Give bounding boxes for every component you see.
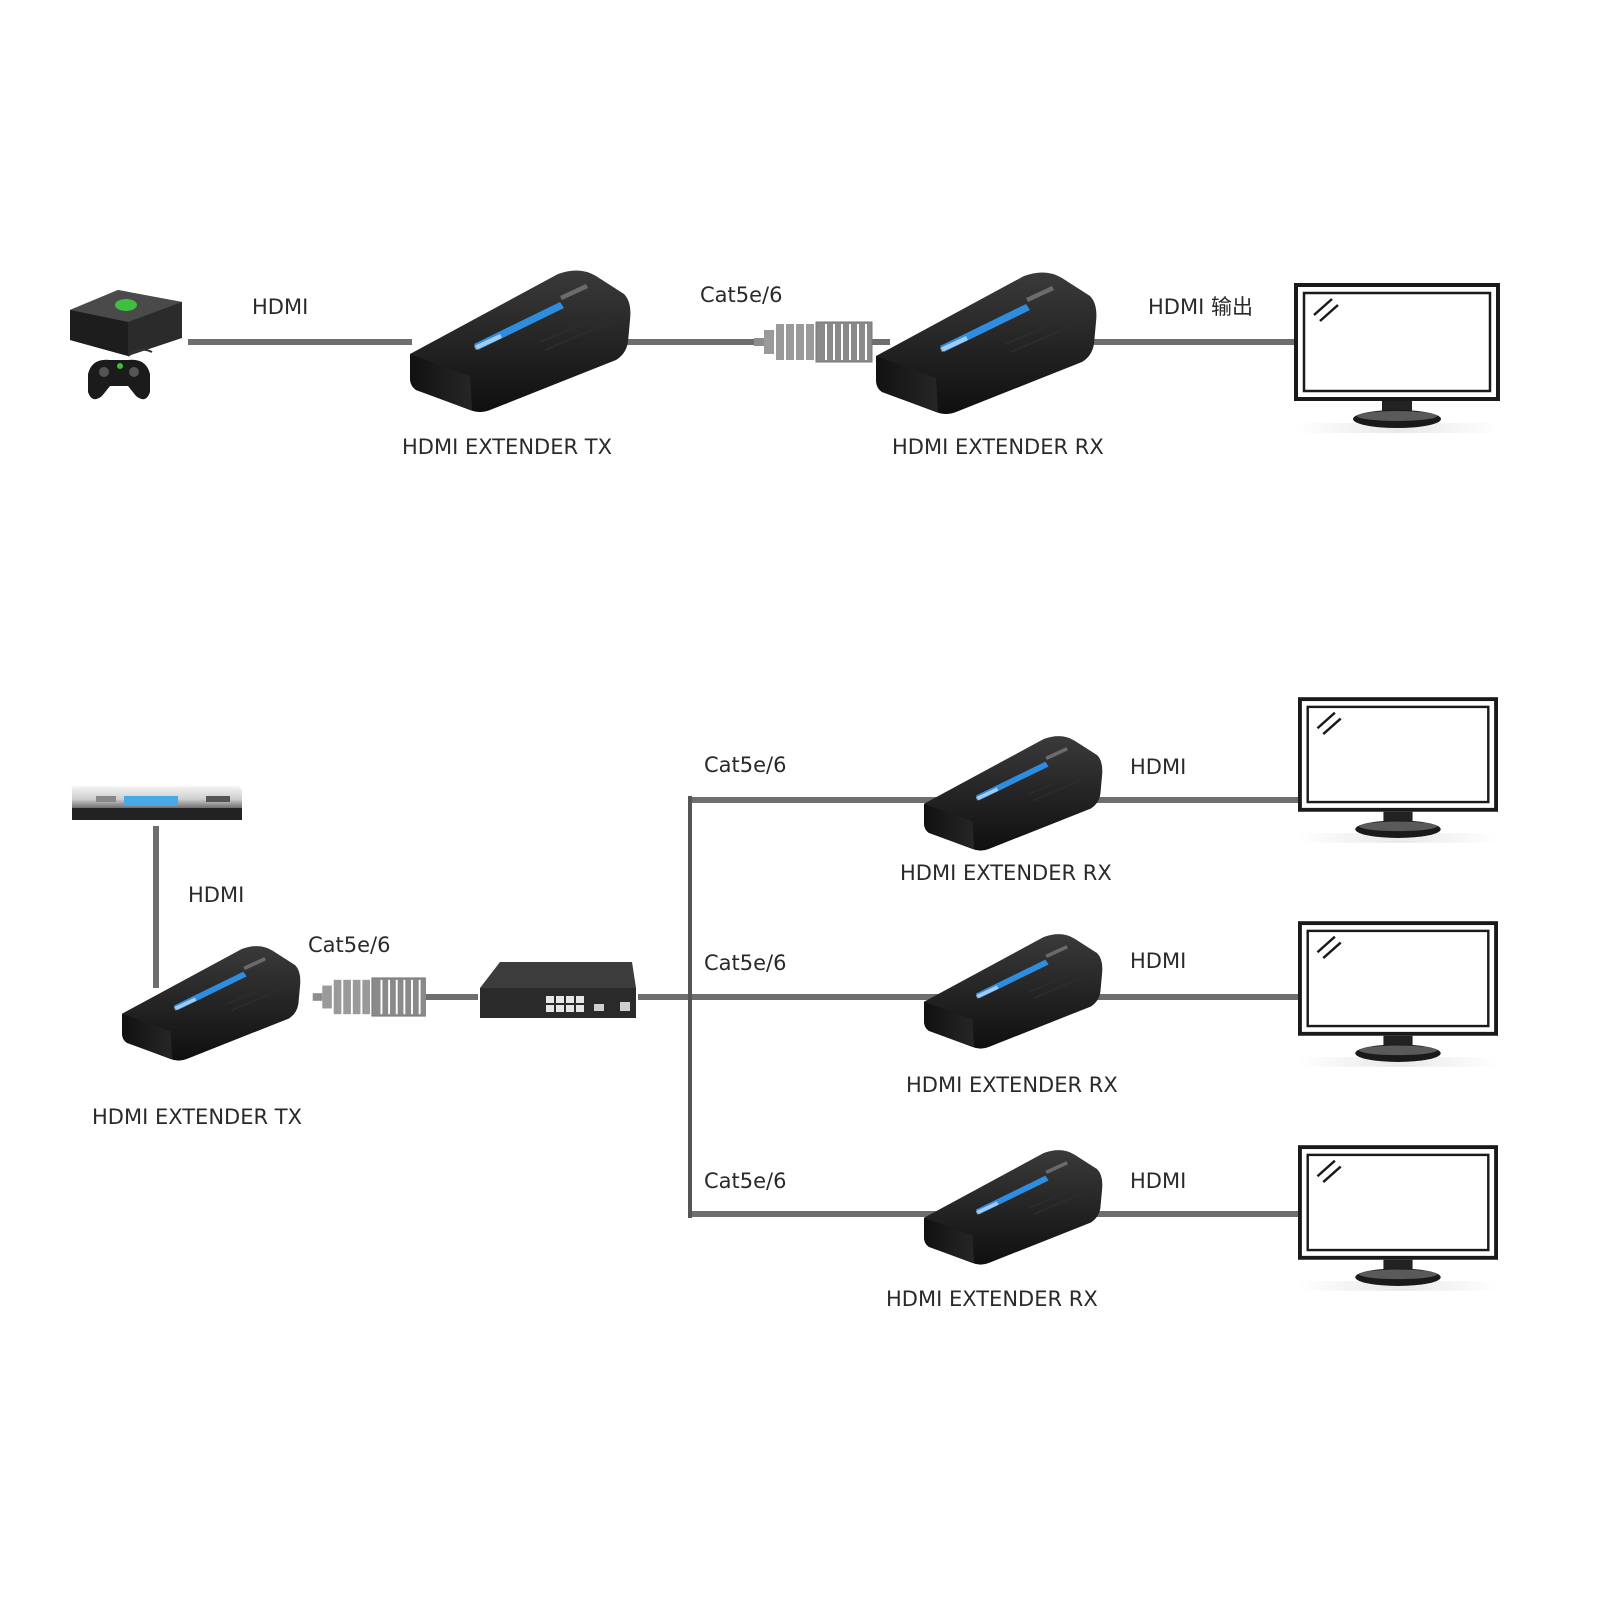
hdmi-in-label: HDMI [188, 883, 244, 907]
game-console-icon [70, 290, 182, 400]
monitor-icon [1296, 1145, 1500, 1293]
branch-cable-label: Cat5e/6 [704, 1169, 786, 1193]
branch-rx-label: HDMI EXTENDER RX [886, 1287, 1098, 1311]
scenario-single: HDMI Cat5e/6 HDMI 输出 HDMI EXTENDER TX HD… [70, 269, 1500, 459]
branch-cable-label: Cat5e/6 [704, 951, 786, 975]
branch-hdmi-label: HDMI [1130, 949, 1186, 973]
rj45-connector [311, 976, 427, 1018]
monitor-icon [1296, 697, 1500, 845]
branch-rx-label: HDMI EXTENDER RX [906, 1073, 1118, 1097]
hdmi-out-label: HDMI 输出 [1148, 295, 1253, 319]
branch-hdmi-label: HDMI [1130, 1169, 1186, 1193]
rx-label: HDMI EXTENDER RX [892, 435, 1104, 459]
branch-cable-label: Cat5e/6 [704, 753, 786, 777]
hdmi-in-label: HDMI [252, 295, 308, 319]
network-switch-icon [480, 962, 636, 1018]
branch-rx-label: HDMI EXTENDER RX [900, 861, 1112, 885]
hdmi-extender-rx [923, 933, 1104, 1050]
hdmi-extender-rx [923, 735, 1104, 852]
rj45-connector [753, 321, 873, 363]
monitor-icon [1294, 285, 1500, 433]
hdmi-extender-rx [874, 271, 1098, 416]
scenario-multi: HDMI Cat5e/6 HDMI EXTENDER TX Cat5e/6 Ca… [71, 697, 1500, 1311]
branch-hdmi-label: HDMI [1130, 755, 1186, 779]
tx-label: HDMI EXTENDER TX [92, 1105, 302, 1129]
tx-cable-label: Cat5e/6 [308, 933, 390, 957]
set-top-box-icon [71, 786, 242, 820]
tx-label: HDMI EXTENDER TX [402, 435, 612, 459]
cable-label: Cat5e/6 [700, 283, 782, 307]
monitor-icon [1296, 921, 1500, 1069]
hdmi-extender-tx [121, 945, 302, 1062]
hdmi-extender-rx [923, 1149, 1104, 1266]
hdmi-extender-tx [408, 269, 632, 414]
